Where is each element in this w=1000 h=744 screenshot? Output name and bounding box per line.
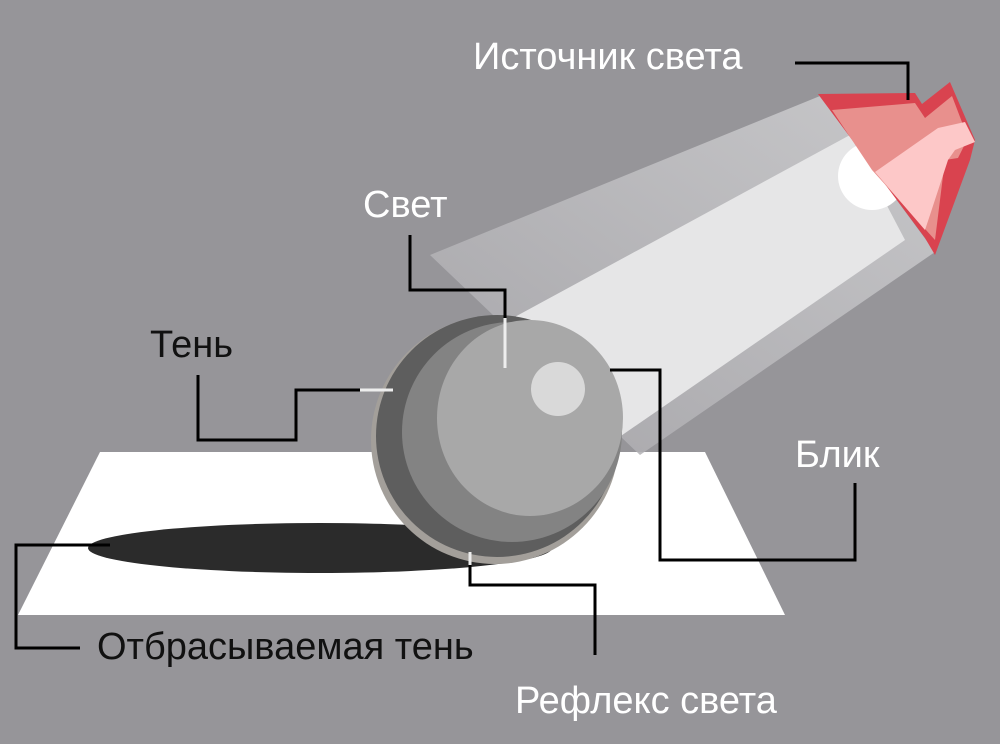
label-shadow: Тень (150, 324, 233, 366)
label-light-source: Источник света (473, 36, 743, 78)
leader-cast-shadow (14, 543, 110, 650)
leader-light (408, 235, 507, 320)
highlight-spot (531, 362, 585, 416)
leader-shadow (196, 375, 360, 442)
leader-light-source (795, 61, 910, 100)
leader-reflected-light (468, 565, 597, 655)
leader-lines (14, 61, 910, 655)
label-reflected-light: Рефлекс света (515, 680, 777, 722)
light-source-lamp (818, 82, 975, 255)
leader-highlight (610, 368, 857, 562)
label-highlight: Блик (795, 434, 880, 476)
label-light: Свет (363, 184, 448, 226)
label-cast-shadow: Отбрасываемая тень (97, 626, 474, 668)
